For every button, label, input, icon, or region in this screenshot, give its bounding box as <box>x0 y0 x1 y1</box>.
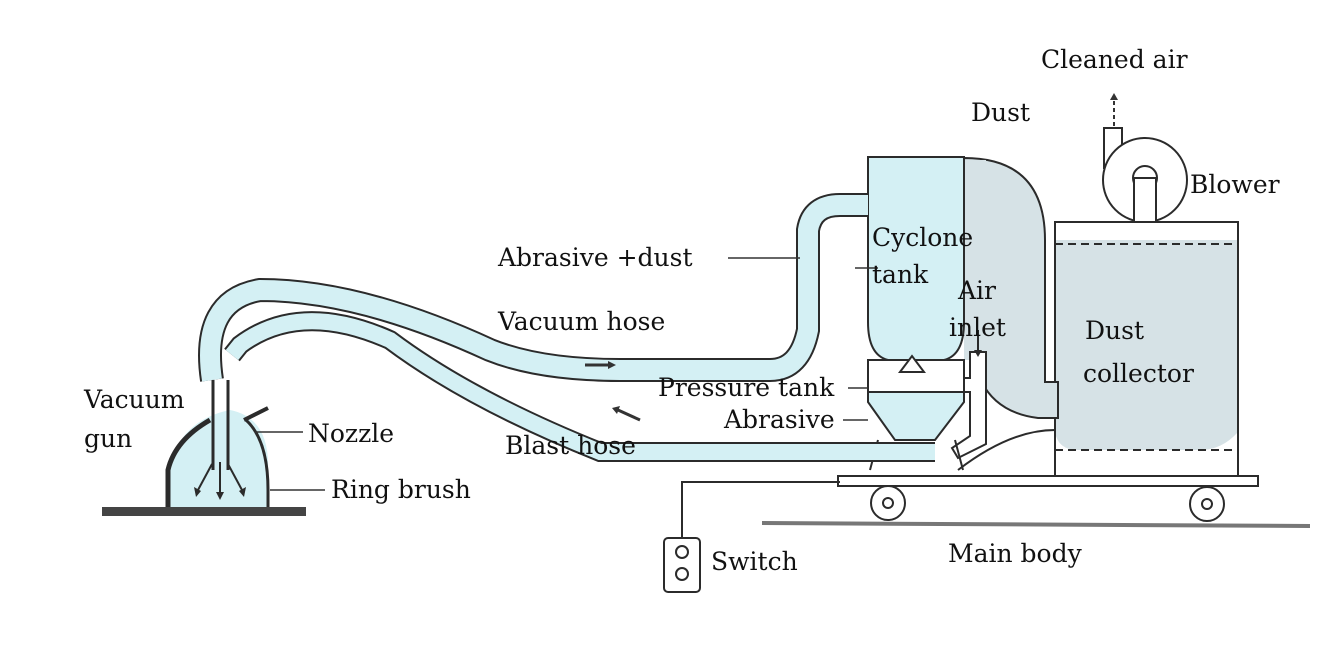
label-dust: Dust <box>971 98 1030 127</box>
floor-line <box>761 521 1311 528</box>
label-dust-collector-2: collector <box>1083 359 1194 388</box>
cart <box>837 429 1259 522</box>
label-dust-collector-1: Dust <box>1085 316 1144 345</box>
blast-spray-arrows <box>194 462 246 500</box>
label-nozzle: Nozzle <box>308 419 394 448</box>
label-blower: Blower <box>1190 170 1280 199</box>
label-blast-hose: Blast hose <box>505 431 636 460</box>
blast-hose-fill <box>225 313 935 460</box>
label-ring-brush: Ring brush <box>331 475 471 504</box>
label-cyclone: Cyclone <box>872 223 973 252</box>
label-vacuum: Vacuum <box>83 385 185 414</box>
label-abrasive: Abrasive <box>723 405 835 434</box>
dust-collector <box>1054 221 1239 478</box>
label-tank: tank <box>872 260 929 289</box>
cleaned-air-arrow <box>1110 93 1118 126</box>
label-main-body: Main body <box>948 539 1083 568</box>
label-gun: gun <box>84 424 132 453</box>
work-surface <box>102 507 306 516</box>
switch <box>663 481 840 593</box>
label-abrasive-dust: Abrasive +dust <box>497 243 693 272</box>
label-inlet: inlet <box>949 313 1006 342</box>
blower <box>1102 127 1188 223</box>
vacuum-flow-arrow <box>585 361 616 369</box>
label-switch: Switch <box>711 547 798 576</box>
dust-duct-inner <box>964 160 986 360</box>
nozzle <box>211 380 269 470</box>
vacuum-gun-housing <box>165 410 270 507</box>
vacuum-hose-fill <box>200 195 868 382</box>
label-air: Air <box>957 276 996 305</box>
label-cleaned-air: Cleaned air <box>1041 45 1188 74</box>
leader-lines <box>255 257 878 491</box>
label-vacuum-hose: Vacuum hose <box>497 307 665 336</box>
label-pressure-tank: Pressure tank <box>658 373 835 402</box>
blast-flow-arrow <box>612 406 641 422</box>
pressure-tank <box>867 354 965 471</box>
